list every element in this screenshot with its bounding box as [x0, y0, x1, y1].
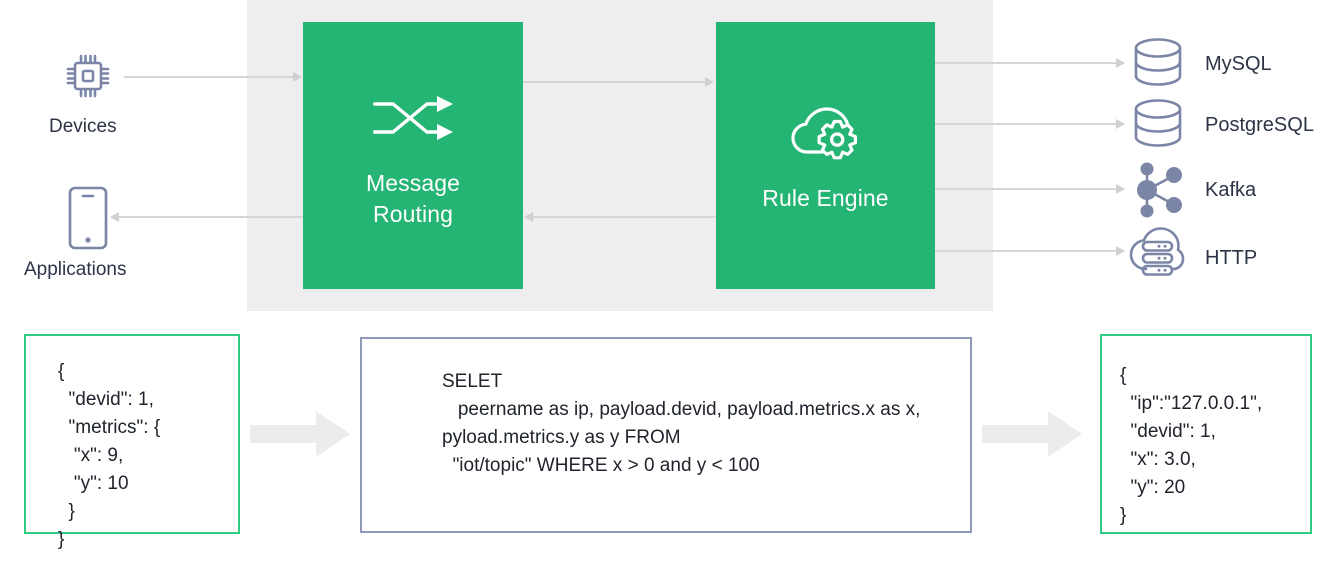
output-label-http: HTTP [1205, 247, 1258, 269]
source-label-devices: Devices [49, 116, 117, 137]
output-json-text: { "ip":"127.0.0.1", "devid": 1, "x": 3.0… [1120, 365, 1263, 526]
sql-rule-panel: SELET peername as ip, payload.devid, pay… [360, 337, 972, 533]
output-label-kafka: Kafka [1205, 179, 1257, 201]
service-label-message-routing: Message Routing [365, 169, 461, 227]
block-arrow-input-to-sql [250, 411, 350, 457]
shuffle-arrows-icon [367, 82, 459, 154]
cloud-gear-icon [780, 97, 872, 175]
sql-rule-text: SELET peername as ip, payload.devid, pay… [442, 371, 921, 476]
service-box-rule-engine[interactable]: Rule Engine [716, 22, 935, 289]
database-cylinder-icon [1130, 97, 1186, 149]
input-json-panel: { "devid": 1, "metrics": { "x": 9, "y": … [24, 334, 240, 550]
output-label-mysql: MySQL [1205, 53, 1272, 75]
database-cylinder-icon [1130, 36, 1186, 88]
service-label-rule-engine: Rule Engine [762, 185, 889, 211]
source-label-applications: Applications [24, 259, 127, 280]
mobile-phone-icon [66, 185, 110, 251]
cloud-server-icon [1126, 223, 1188, 279]
chip-icon [60, 48, 116, 104]
kafka-nodes-icon [1128, 161, 1188, 219]
output-label-postgresql: PostgreSQL [1205, 114, 1314, 136]
block-arrow-sql-to-output [982, 411, 1082, 457]
service-box-message-routing[interactable]: Message Routing [303, 22, 523, 289]
output-json-panel: { "ip":"127.0.0.1", "devid": 1, "x": 3.0… [1100, 334, 1312, 534]
input-json-text: { "devid": 1, "metrics": { "x": 9, "y": … [58, 361, 161, 550]
